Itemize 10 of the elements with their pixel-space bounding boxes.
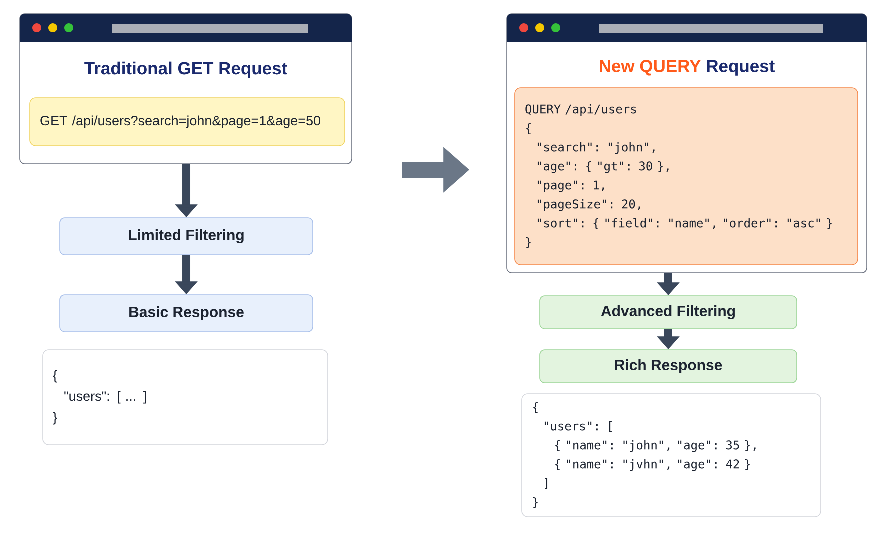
code-box: { "users": [ { "name": "john", "age": 35 }, { "name": "jvhn", "age": 42 } ] } [522, 394, 822, 518]
code-box: QUERY /api/users { "search": "john", "age": { "gt": 30 }, "page": 1, "pageSize": 20, "sort": { "field": "name", "order": "asc" } } [514, 88, 858, 266]
code-box: GET /api/users?search=john&page=1&age=50 [30, 98, 346, 146]
window-title: New QUERY Request [600, 60, 775, 76]
process-box: Limited Filtering [60, 218, 314, 256]
code-box: { "users": [ ... ] } [42, 350, 328, 446]
process-box: Basic Response [60, 294, 314, 332]
process-box: Advanced Filtering [540, 296, 798, 330]
window-title: Traditional GET Request [84, 62, 288, 78]
process-box: Rich Response [540, 350, 798, 384]
